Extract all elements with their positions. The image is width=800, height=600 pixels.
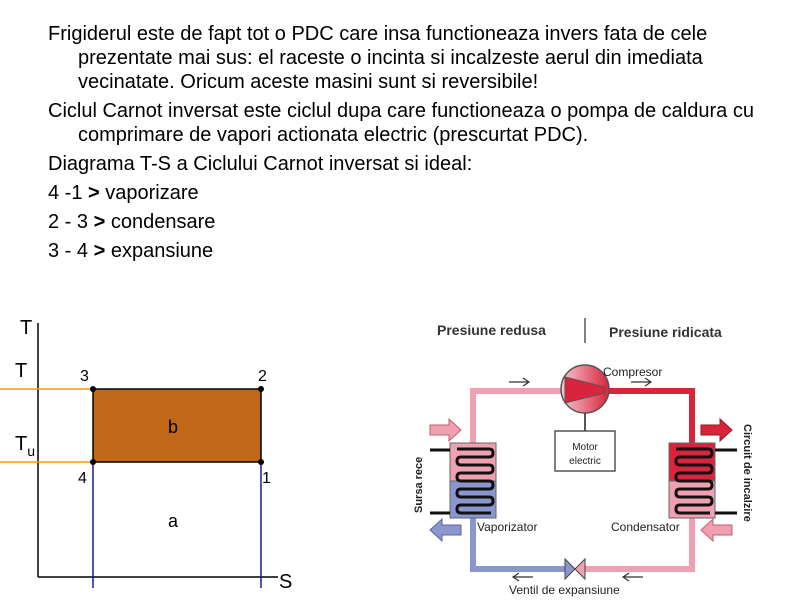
return-in-arrow-icon: [700, 517, 733, 543]
cold-source-label: Sursa rece: [413, 457, 425, 513]
flow-arrow-icon: [621, 572, 643, 582]
point-4-label: 4: [78, 470, 87, 487]
evaporator-coil: [455, 447, 495, 515]
paragraph-carnot: Ciclul Carnot inversat este ciclul dupa …: [48, 100, 754, 146]
discharge-pipe: [605, 388, 695, 443]
point-2-label: 2: [258, 368, 267, 385]
point-1-label: 1: [262, 470, 271, 487]
process-line-vaporization: 4 -1 > vaporizare: [48, 181, 768, 205]
process-arrow: >: [93, 211, 106, 233]
electric-motor: [554, 430, 616, 472]
point-2: [258, 386, 264, 392]
point-4: [90, 459, 96, 465]
compressor-vane: [564, 376, 606, 404]
condenser-coil: [674, 447, 714, 515]
heat-out-arrow-icon: [700, 417, 733, 443]
motor-label-line1: Motor: [572, 442, 598, 453]
expansion-valve-icon: [564, 557, 576, 581]
condenser-label: Condensator: [611, 520, 680, 534]
paragraph-ts-intro: Diagrama T-S a Ciclului Carnot inversat …: [48, 153, 473, 175]
motor-label-line2: electric: [569, 456, 601, 467]
suction-pipe: [470, 388, 565, 443]
compressor-label: Compresor: [603, 365, 662, 379]
area-a-label: a: [168, 511, 179, 531]
flow-arrow-icon: [509, 377, 531, 387]
process-name: condensare: [110, 211, 216, 233]
point-3: [90, 386, 96, 392]
high-pressure-label: Presiune ridicata: [609, 324, 722, 340]
expanded-pipe: [470, 518, 565, 572]
low-temperature-label: Tu: [15, 433, 35, 459]
point-3-label: 3: [80, 368, 89, 385]
expansion-valve-icon: [574, 557, 586, 581]
text-block: Frigiderul este de fapt tot o PDC care i…: [48, 22, 768, 268]
expansion-valve-label: Ventil de expansiune: [509, 583, 620, 597]
process-range: 2 - 3: [48, 211, 89, 233]
cold-out-arrow-icon: [429, 517, 462, 543]
cycle-area-b: [92, 388, 262, 463]
s-axis-label: S: [279, 571, 292, 593]
liquid-pipe: [583, 518, 695, 572]
process-name: vaporizare: [105, 182, 199, 204]
ts-diagram: T S T Tu 3 2 4 1 b a: [0, 317, 292, 593]
area-b-label: b: [168, 417, 178, 437]
low-pressure-label: Presiune redusa: [437, 322, 546, 338]
heat-in-arrow-icon: [429, 417, 462, 443]
high-temperature-label: T: [15, 360, 27, 382]
flow-arrow-icon: [511, 572, 533, 582]
paragraph-fridge: Frigiderul este de fapt tot o PDC care i…: [48, 23, 708, 93]
t-axis-label: T: [20, 317, 32, 339]
evaporator-label: Vaporizator: [477, 520, 537, 534]
process-range: 4 -1: [48, 182, 83, 204]
process-name: expansiune: [110, 240, 214, 262]
process-arrow: >: [88, 182, 100, 204]
flow-arrow-icon: [631, 377, 653, 387]
process-range: 3 - 4: [48, 240, 89, 262]
process-line-condensation: 2 - 3 > condensare: [48, 210, 768, 234]
heating-circuit-label: Circuit de incalzire: [741, 424, 753, 522]
process-line-expansion: 3 - 4 > expansiune: [48, 239, 768, 263]
process-arrow: >: [93, 240, 106, 262]
heat-pump-schematic: Presiune redusa Presiune ridicata Compre…: [413, 318, 753, 597]
point-1: [258, 459, 264, 465]
